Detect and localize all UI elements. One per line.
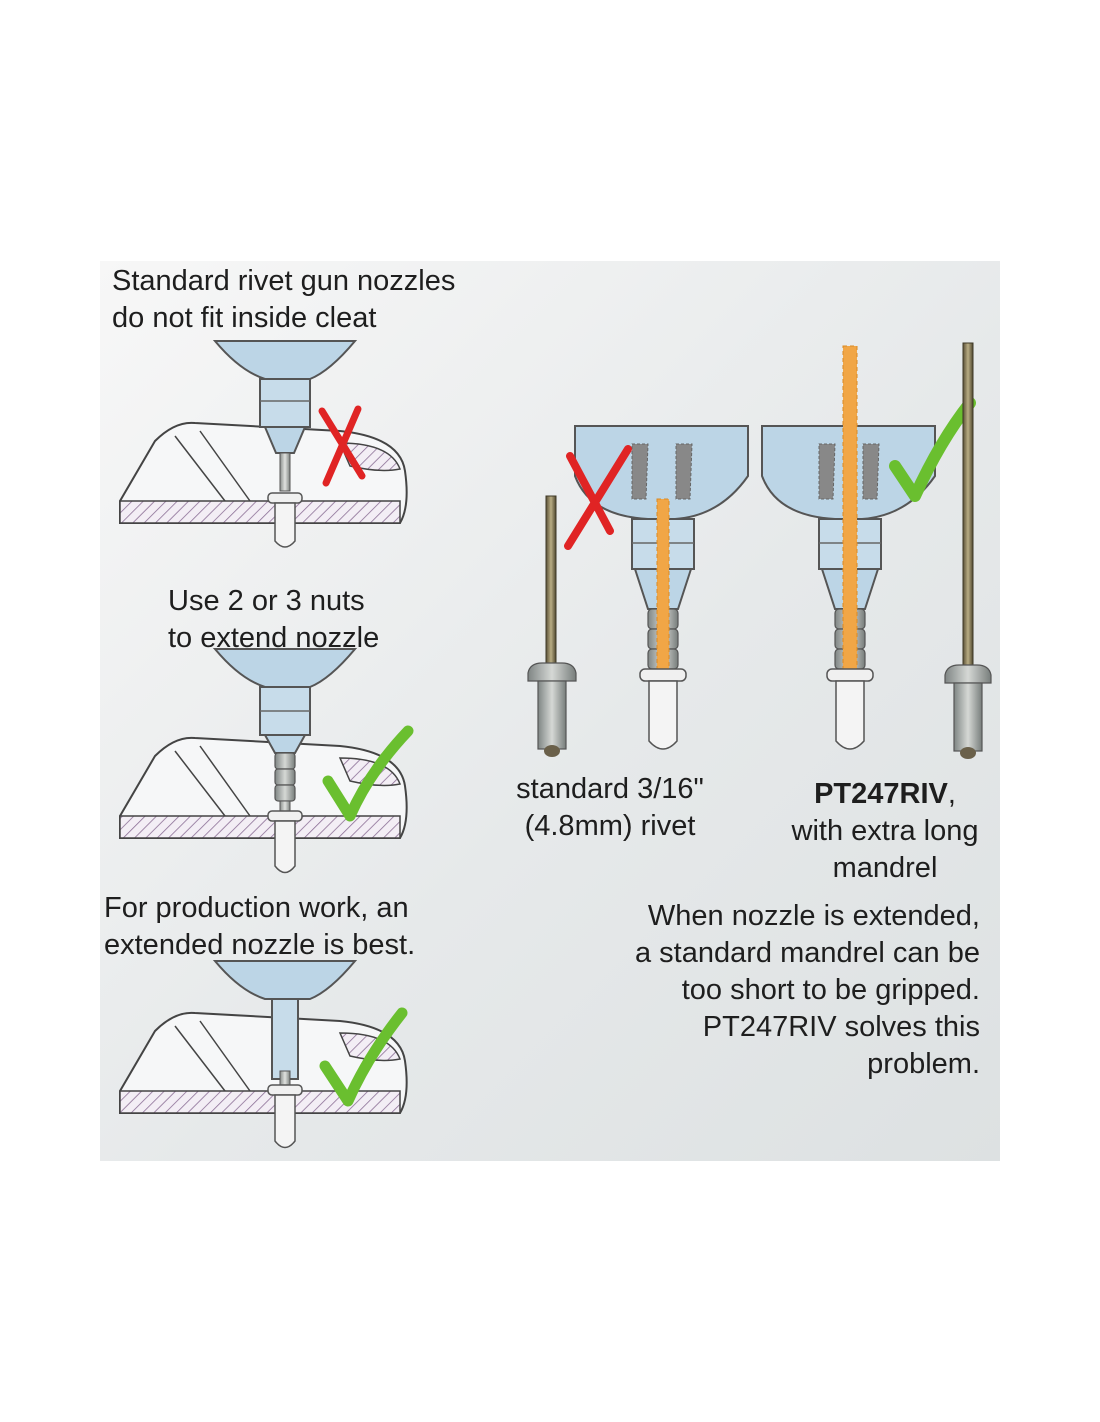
note-line1: When nozzle is extended,: [647, 900, 980, 932]
standard-rivet-line1: standard 3/16": [516, 773, 704, 805]
pt247riv-line1: PT247RIV,: [770, 776, 1000, 813]
note-line4: PT247RIV solves this: [702, 1011, 980, 1043]
pt247riv-caption: PT247RIV, with extra long mandrel: [770, 776, 1000, 887]
step1-line1: Standard rivet gun nozzles: [112, 265, 456, 297]
cleat-diagram-extended-nozzle: [119, 960, 408, 1149]
step2-caption: Use 2 or 3 nuts to extend nozzle: [168, 583, 379, 657]
cross-mark-icon: [564, 445, 632, 550]
diagram-artwork: [119, 340, 992, 1149]
pt247riv-name: PT247RIV: [814, 778, 948, 810]
cross-mark-icon: [318, 405, 366, 487]
standard-rivet-line2: (4.8mm) rivet: [524, 810, 696, 842]
note-line5: problem.: [867, 1048, 980, 1080]
step3-line2: extended nozzle is best.: [104, 929, 416, 961]
standard-rivet-illustration: [527, 495, 577, 757]
cleat-diagram-standard-nozzle: [119, 340, 408, 548]
note-caption: When nozzle is extended, a standard mand…: [635, 898, 980, 1083]
step1-line2: do not fit inside cleat: [112, 302, 377, 334]
step1-caption: Standard rivet gun nozzles do not fit in…: [112, 263, 455, 337]
pt247riv-line2: with extra long: [791, 815, 979, 847]
note-line2: a standard mandrel can be: [635, 937, 980, 969]
extended-nozzle-standard-mandrel: [564, 425, 749, 750]
standard-rivet-caption: standard 3/16" (4.8mm) rivet: [495, 771, 725, 845]
pt247riv-line3: mandrel: [832, 852, 938, 884]
step3-caption: For production work, an extended nozzle …: [104, 890, 415, 964]
step2-line2: to extend nozzle: [168, 622, 380, 654]
pt247riv-rivet-illustration: [944, 342, 992, 759]
diagram-panel: Standard rivet gun nozzles do not fit in…: [100, 261, 1000, 1161]
note-line3: too short to be gripped.: [681, 974, 980, 1006]
cleat-diagram-nut-extension: [119, 648, 414, 874]
check-mark-icon: [319, 1007, 408, 1107]
extended-nozzle-pt247riv: [761, 345, 976, 750]
pt247riv-suffix: ,: [947, 778, 956, 810]
check-mark-icon: [322, 725, 414, 822]
step2-line1: Use 2 or 3 nuts: [168, 585, 365, 617]
step3-line1: For production work, an: [104, 892, 409, 924]
